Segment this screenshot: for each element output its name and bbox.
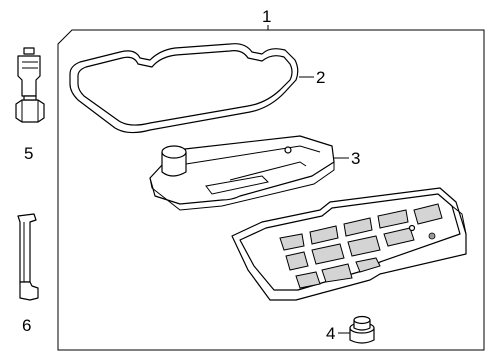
callout-3-label: 3 xyxy=(351,149,360,168)
callout-6-label: 6 xyxy=(22,316,31,335)
assembly-frame xyxy=(57,29,485,351)
transmission-pan-icon xyxy=(231,187,467,301)
callout-5-label: 5 xyxy=(24,144,33,163)
fill-tube-icon xyxy=(17,213,39,301)
callout-2-label: 2 xyxy=(316,68,325,87)
callout-4-label: 4 xyxy=(326,324,335,343)
callout-1-label: 1 xyxy=(262,7,271,26)
transmission-filter-icon xyxy=(149,135,335,211)
pan-gasket-icon xyxy=(69,43,299,134)
drain-plug-icon xyxy=(349,315,375,344)
electrical-connector-icon xyxy=(15,47,45,123)
